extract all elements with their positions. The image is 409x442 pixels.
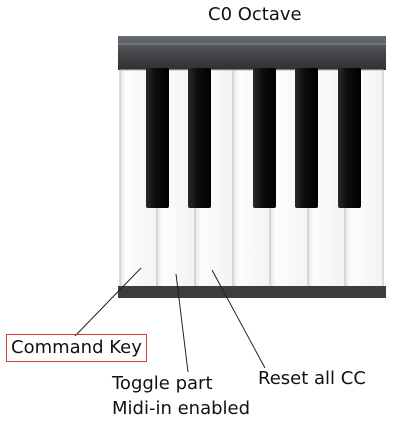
black-keys xyxy=(146,68,361,208)
keyboard-bottom-rail xyxy=(118,286,386,298)
midi-in-enabled-label: Midi-in enabled xyxy=(112,398,251,419)
command-key-leader-line xyxy=(74,267,142,337)
keyboard-top-panel xyxy=(118,36,386,70)
black-key xyxy=(188,68,211,208)
reset-cc-leader-line xyxy=(211,269,266,369)
diagram-title: C0 Octave xyxy=(208,4,302,25)
toggle-part-leader-line xyxy=(175,273,189,373)
command-key-label: Command Key xyxy=(6,334,147,362)
black-key xyxy=(146,68,169,208)
toggle-part-label: Toggle part xyxy=(112,373,213,394)
reset-all-cc-label: Reset all CC xyxy=(258,368,366,389)
black-key xyxy=(253,68,276,208)
black-key xyxy=(338,68,361,208)
black-key xyxy=(295,68,318,208)
